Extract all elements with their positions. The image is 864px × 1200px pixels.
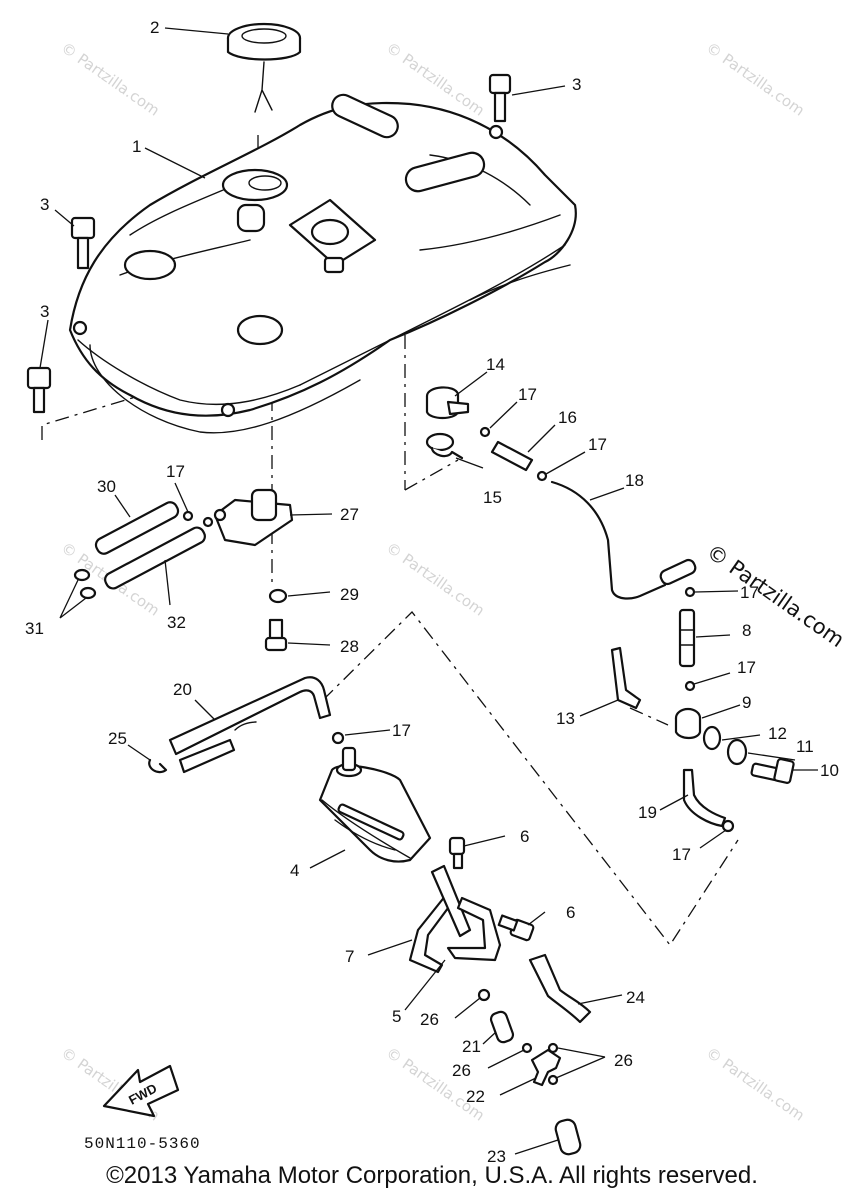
callout-17: 17 [392,721,411,740]
bracket-bolt [448,836,466,870]
fuel-pipe-lower [104,526,206,590]
callout-8: 8 [742,621,751,640]
callout-29: 29 [340,585,359,604]
callout-2: 2 [150,18,159,37]
callout-26: 26 [420,1010,439,1029]
plain-washer [726,738,748,766]
tank-bolt [70,216,96,270]
callout-17: 17 [166,462,185,481]
callout-17: 17 [737,658,756,677]
copyright-notice: ©2013 Yamaha Motor Corporation, U.S.A. A… [106,1162,758,1189]
callout-6: 6 [520,827,529,846]
watermark: © Partzilla.com [383,539,488,620]
callout-31: 31 [25,619,44,638]
hose-joint [674,707,702,740]
breather-pipe [168,676,332,774]
callout-3: 3 [40,195,49,214]
callout-19: 19 [638,803,657,822]
callout-26: 26 [452,1061,471,1080]
canister-hose [528,953,592,1024]
callout-28: 28 [340,637,359,656]
callout-12: 12 [768,724,787,743]
fuel-cock-cap [425,386,470,420]
fuel-tank [68,93,577,434]
callout-numbers: 1 2 3 3 3 14 17 16 17 18 15 17 30 27 29 … [25,18,839,1166]
callout-11: 11 [796,737,814,756]
fuel-cock-washer [268,588,288,604]
callout-17: 17 [672,845,691,864]
fuel-cap [226,22,302,113]
canister [318,746,432,863]
fuel-cock-bolt [264,618,288,652]
fuel-cock [202,488,294,547]
callout-27: 27 [340,505,359,524]
hose-lower [682,768,727,828]
hose-joint-pipe [678,608,696,668]
diagram-code: 50N110-5360 [84,1135,201,1153]
canister-bracket [408,864,472,974]
small-hose [489,1010,515,1044]
leader-lines [39,27,818,1155]
callout-18: 18 [625,471,644,490]
callout-26: 26 [614,1051,633,1070]
callout-32: 32 [167,613,186,632]
canister-band [446,896,502,962]
callout-23: 23 [487,1147,506,1166]
hose-clip-26 [477,988,559,1086]
bracket-bolt [497,914,535,942]
fuel-pipe-upper [94,501,180,555]
tank-bolt [26,366,52,414]
watermark: © Partzilla.com [703,1044,808,1125]
hose-clip [182,470,735,833]
callout-3: 3 [40,302,49,321]
callout-22: 22 [466,1087,485,1106]
callout-30: 30 [97,477,116,496]
callout-15: 15 [483,488,502,507]
callout-10: 10 [820,761,839,780]
callout-21: 21 [462,1037,481,1056]
callout-17: 17 [518,385,537,404]
hose-bracket [610,646,642,710]
callout-5: 5 [392,1007,401,1026]
callout-1: 1 [132,137,141,156]
tank-bolt [488,73,512,123]
callout-7: 7 [345,947,354,966]
breather-hose [550,480,697,600]
callout-17: 17 [588,435,607,454]
watermark: © Partzilla.com [58,39,163,120]
drain-hose [554,1118,582,1156]
callout-16: 16 [558,408,577,427]
pipe-clip-25 [148,758,168,774]
callout-3: 3 [572,75,581,94]
callout-25: 25 [108,729,127,748]
watermark: © Partzilla.com [703,39,808,120]
callout-6: 6 [566,903,575,922]
rubber-damper [702,725,722,751]
callout-4: 4 [290,861,299,880]
callout-14: 14 [486,355,505,374]
callout-20: 20 [173,680,192,699]
pipe-clip [73,568,97,600]
callout-17: 17 [740,583,759,602]
hose-fitting [479,426,534,472]
mounting-bolt [750,758,795,784]
hose-band [425,432,464,460]
callout-9: 9 [742,693,751,712]
callout-24: 24 [626,988,645,1007]
callout-13: 13 [556,709,575,728]
